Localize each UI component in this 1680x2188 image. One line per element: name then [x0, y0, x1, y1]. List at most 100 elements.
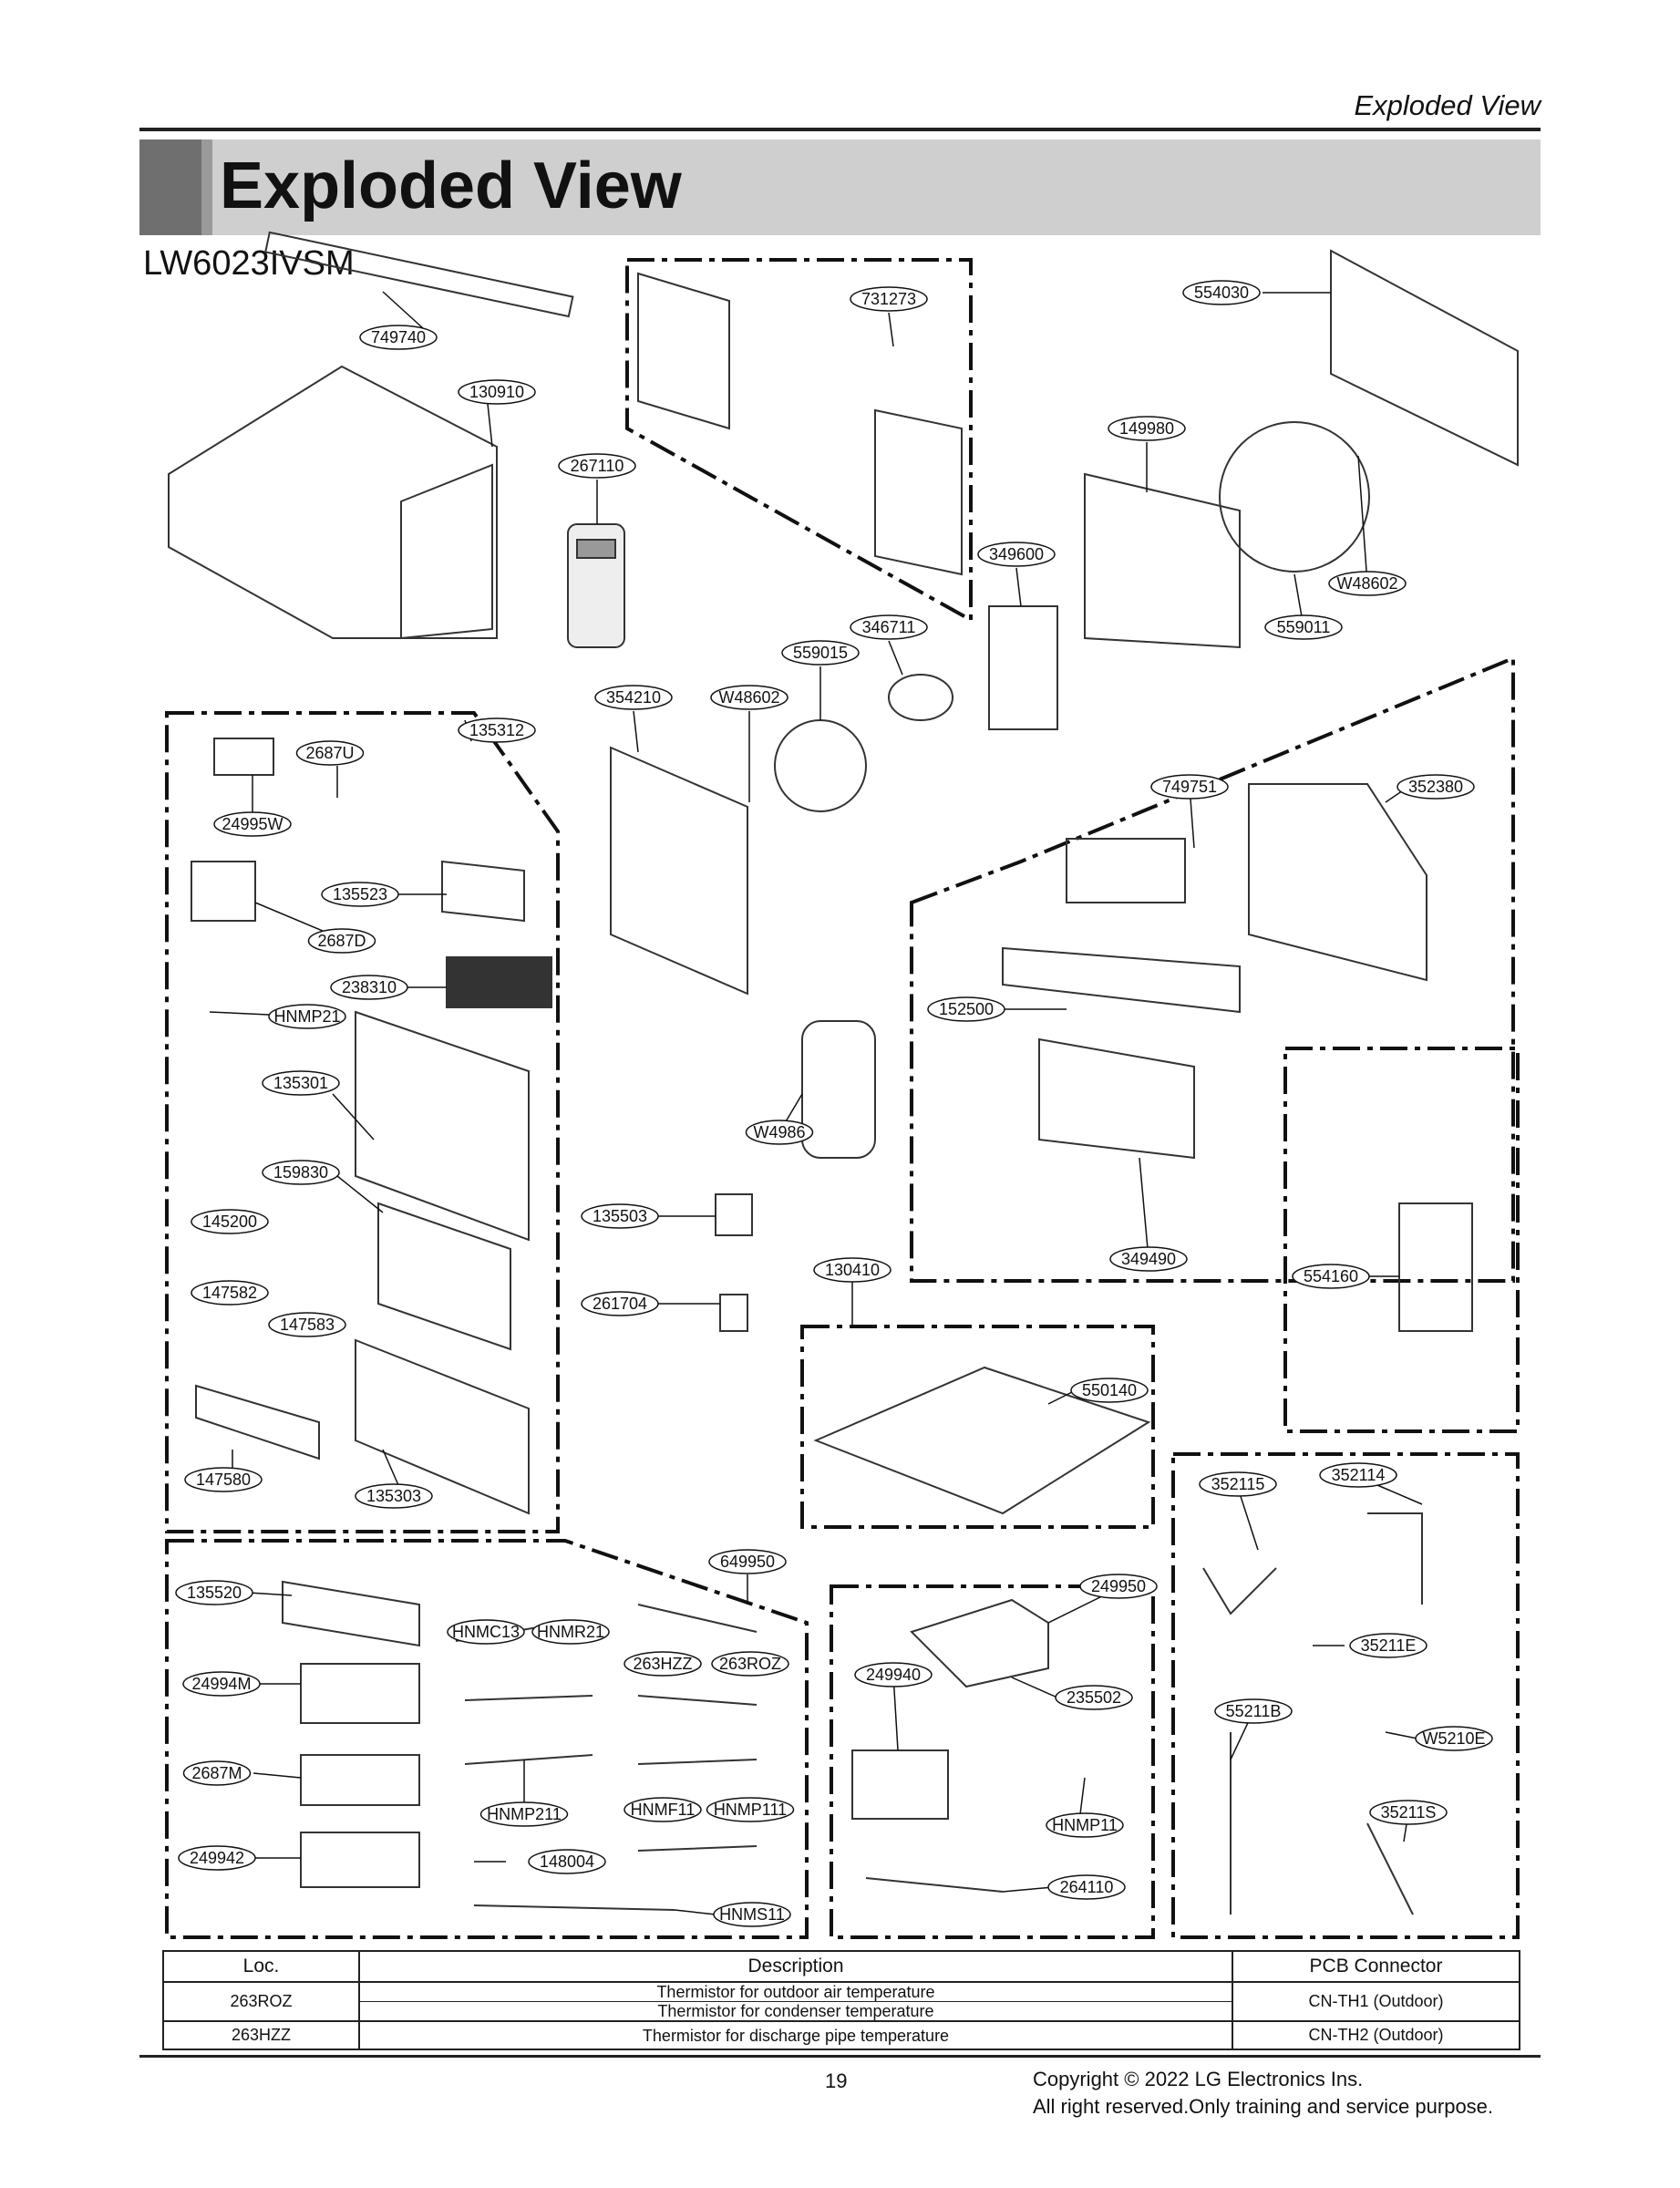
callout-label: 550140 — [1082, 1381, 1137, 1399]
evaporator-coil-part — [610, 746, 748, 996]
callout-bubble — [321, 882, 399, 907]
callout-bubble — [710, 685, 788, 710]
leader-349490 — [1139, 1157, 1149, 1260]
callout-HNMP111: HNMP111 — [706, 1797, 795, 1822]
callout-label: 235502 — [1067, 1688, 1121, 1707]
col-header-description: Description — [358, 1950, 1233, 1983]
copyright-line-2: All right reserved.Only training and ser… — [1033, 2095, 1494, 2118]
callout-bubble — [191, 1280, 269, 1306]
condenser-fan-part — [1219, 421, 1370, 573]
front-panel-part — [355, 1338, 530, 1515]
callout-135520: 135520 — [175, 1580, 253, 1605]
callout-label: 261704 — [593, 1295, 647, 1313]
callout-749740: 749740 — [359, 325, 438, 350]
callout-bubble — [1070, 1378, 1149, 1403]
parts-table: Loc. Description PCB Connector 263ROZ Th… — [162, 1950, 1520, 2050]
callout-bubble — [624, 1797, 702, 1822]
callout-label: 238310 — [342, 978, 397, 996]
leader-HNMP11 — [1079, 1777, 1086, 1815]
callout-2687M: 2687M — [182, 1760, 252, 1786]
title-band: Exploded View — [139, 139, 1541, 235]
group-frame-electrical — [165, 1539, 809, 1939]
callout-159830: 159830 — [262, 1160, 340, 1185]
callout-label: 349600 — [989, 545, 1044, 563]
callout-HNMP211: HNMP211 — [479, 1801, 569, 1827]
callout-346711: 346711 — [850, 614, 928, 640]
callout-bubble — [1108, 416, 1186, 441]
callout-bubble — [1415, 1726, 1493, 1751]
leader-130910 — [487, 403, 493, 448]
cabinet-part — [168, 365, 498, 639]
group-frame-base-parts — [910, 655, 1515, 1283]
callout-label: 135312 — [469, 721, 524, 739]
callout-label: 559011 — [1277, 618, 1331, 636]
drain-pan-part — [1066, 838, 1186, 903]
row-description-line: Thermistor for condenser temperature — [657, 2002, 934, 2020]
callout-label: 731273 — [861, 290, 916, 308]
callout-130410: 130410 — [813, 1257, 892, 1283]
callout-label: HNMP211 — [487, 1805, 562, 1823]
group-frame-piping — [1171, 1452, 1520, 1939]
callout-label: 554030 — [1194, 284, 1249, 302]
callout-label: 145200 — [202, 1213, 257, 1231]
callout-352380: 352380 — [1397, 774, 1475, 800]
callout-bubble — [458, 379, 536, 405]
sleeve-part — [801, 1020, 876, 1159]
callout-bubble — [182, 1671, 261, 1697]
callout-261704: 261704 — [581, 1291, 659, 1316]
callout-267110: 267110 — [558, 453, 636, 479]
callout-bubble — [713, 1902, 791, 1927]
leader-135303 — [382, 1449, 399, 1486]
callout-label: 135303 — [366, 1487, 421, 1505]
box-bracket-part — [851, 1749, 949, 1820]
leader-352115 — [1237, 1487, 1259, 1551]
callout-bubble — [711, 1651, 789, 1677]
callout-label: HNMF11 — [631, 1801, 696, 1819]
callout-24994M: 24994M — [182, 1671, 261, 1697]
page-title: Exploded View — [220, 150, 682, 222]
leader-346711 — [888, 640, 903, 676]
row-description-line: Thermistor for discharge pipe temperatur… — [642, 2026, 950, 2045]
callout-bubble — [854, 1662, 933, 1687]
callout-263ROZ: 263ROZ — [711, 1651, 789, 1677]
callout-bubble — [1319, 1462, 1397, 1488]
leader-235502 — [1011, 1677, 1058, 1698]
callout-label: 159830 — [273, 1163, 328, 1182]
callout-label: 249940 — [866, 1666, 921, 1684]
leader-2687M — [253, 1772, 302, 1779]
callout-352114: 352114 — [1319, 1462, 1397, 1488]
callout-label: 2687M — [191, 1764, 242, 1782]
callout-label: 135523 — [333, 885, 387, 903]
air-guide-part — [1248, 783, 1427, 982]
callout-bubble — [1047, 1874, 1126, 1900]
callout-label: 147582 — [202, 1284, 257, 1302]
table-row: 263ROZ Thermistor for outdoor air temper… — [162, 1981, 1520, 2022]
shroud-part — [1084, 472, 1241, 649]
callout-label: 2687D — [317, 932, 366, 950]
motor-bracket-part — [988, 605, 1058, 730]
callout-135503: 135503 — [581, 1203, 659, 1229]
box-cover-part — [910, 1598, 1049, 1688]
display-pcb-part — [191, 861, 256, 922]
callout-559011: 559011 — [1264, 614, 1343, 640]
cabinet-louvers — [400, 463, 493, 640]
table-row: 263HZZ Thermistor for discharge pipe tem… — [162, 2020, 1520, 2050]
group-frame-controls — [165, 711, 560, 1533]
callout-label: HNMR21 — [537, 1623, 604, 1641]
copyright: Copyright © 2022 LG Electronics Ins. All… — [1033, 2066, 1493, 2121]
callout-249942: 249942 — [178, 1845, 256, 1871]
callout-147583: 147583 — [268, 1312, 346, 1337]
callout-HNMR21: HNMR21 — [531, 1619, 610, 1645]
leader-135301 — [332, 1093, 375, 1140]
callout-135523: 135523 — [321, 882, 399, 907]
callout-label: HNMS11 — [719, 1905, 785, 1924]
copyright-line-1: Copyright © 2022 LG Electronics Ins. — [1033, 2068, 1364, 2090]
callout-235502: 235502 — [1055, 1685, 1133, 1710]
louver-part — [195, 1384, 320, 1460]
callout-263HZZ: 263HZZ — [624, 1651, 702, 1677]
blower-wheel-part — [774, 719, 867, 812]
callout-352115: 352115 — [1199, 1471, 1277, 1497]
callout-559015: 559015 — [781, 640, 860, 666]
leader-135520 — [248, 1592, 293, 1596]
callout-349600: 349600 — [977, 542, 1056, 567]
